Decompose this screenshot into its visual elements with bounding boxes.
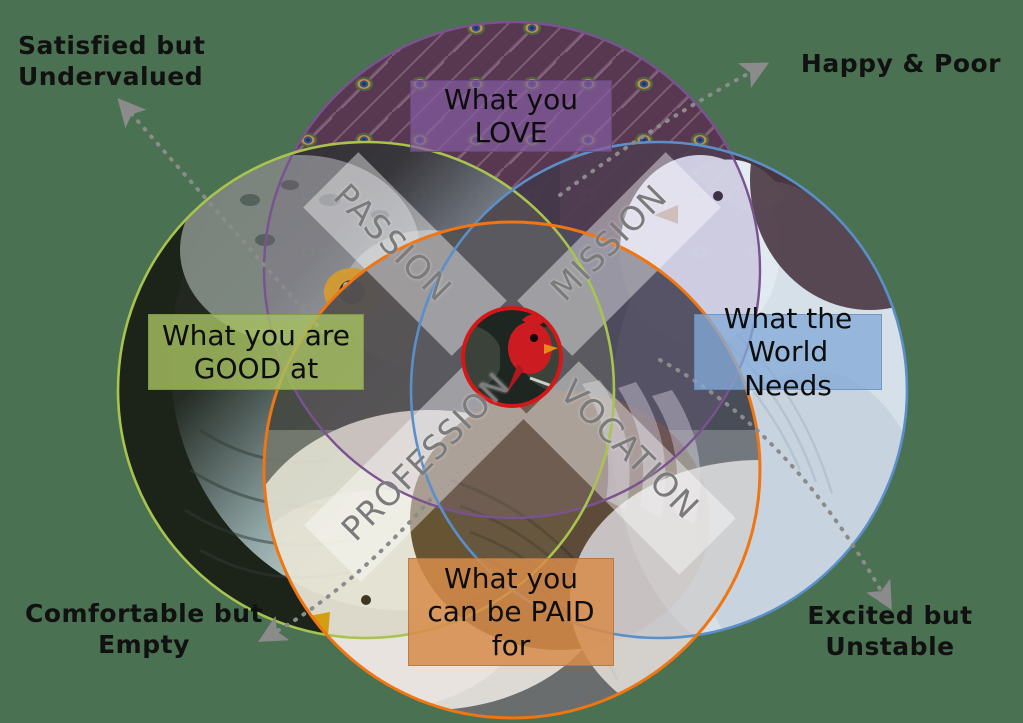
circle-outline-needs[interactable] [409, 140, 909, 640]
circle-label-good-at[interactable]: What you are GOOD at [148, 314, 364, 390]
connector-arrows [117, 62, 892, 642]
circle-tint-paid [264, 222, 760, 718]
connector-top-right [558, 62, 770, 197]
circle-tint-love [264, 22, 760, 518]
intersection-bands [303, 152, 736, 582]
circle-label-love[interactable]: What you LOVE [410, 80, 612, 152]
connector-bottom-left [258, 498, 432, 642]
outcome-label-happy-and-poor: Happy & Poor [800, 49, 1001, 78]
connector-top-left [117, 97, 332, 342]
outcome-label-excited-but-unstable: Excited but Unstable [807, 601, 973, 662]
outcome-label-comfortable-but-empty: Comfortable but Empty [24, 599, 264, 660]
outcome-label-satisfied-but-undervalued: Satisfied but Undervalued [18, 31, 206, 92]
circle-tint-needs [411, 142, 907, 638]
ikigai-core[interactable] [455, 300, 569, 414]
circle-outline-good[interactable] [116, 140, 616, 640]
circle-tint-good [118, 142, 614, 638]
circle-outline-love[interactable] [262, 20, 762, 520]
circle-outline-paid[interactable] [262, 220, 762, 720]
connector-bottom-right [658, 358, 892, 610]
circle-label-world-needs[interactable]: What the World Needs [694, 302, 882, 402]
circle-label-paid-for[interactable]: What you can be PAID for [408, 558, 614, 666]
